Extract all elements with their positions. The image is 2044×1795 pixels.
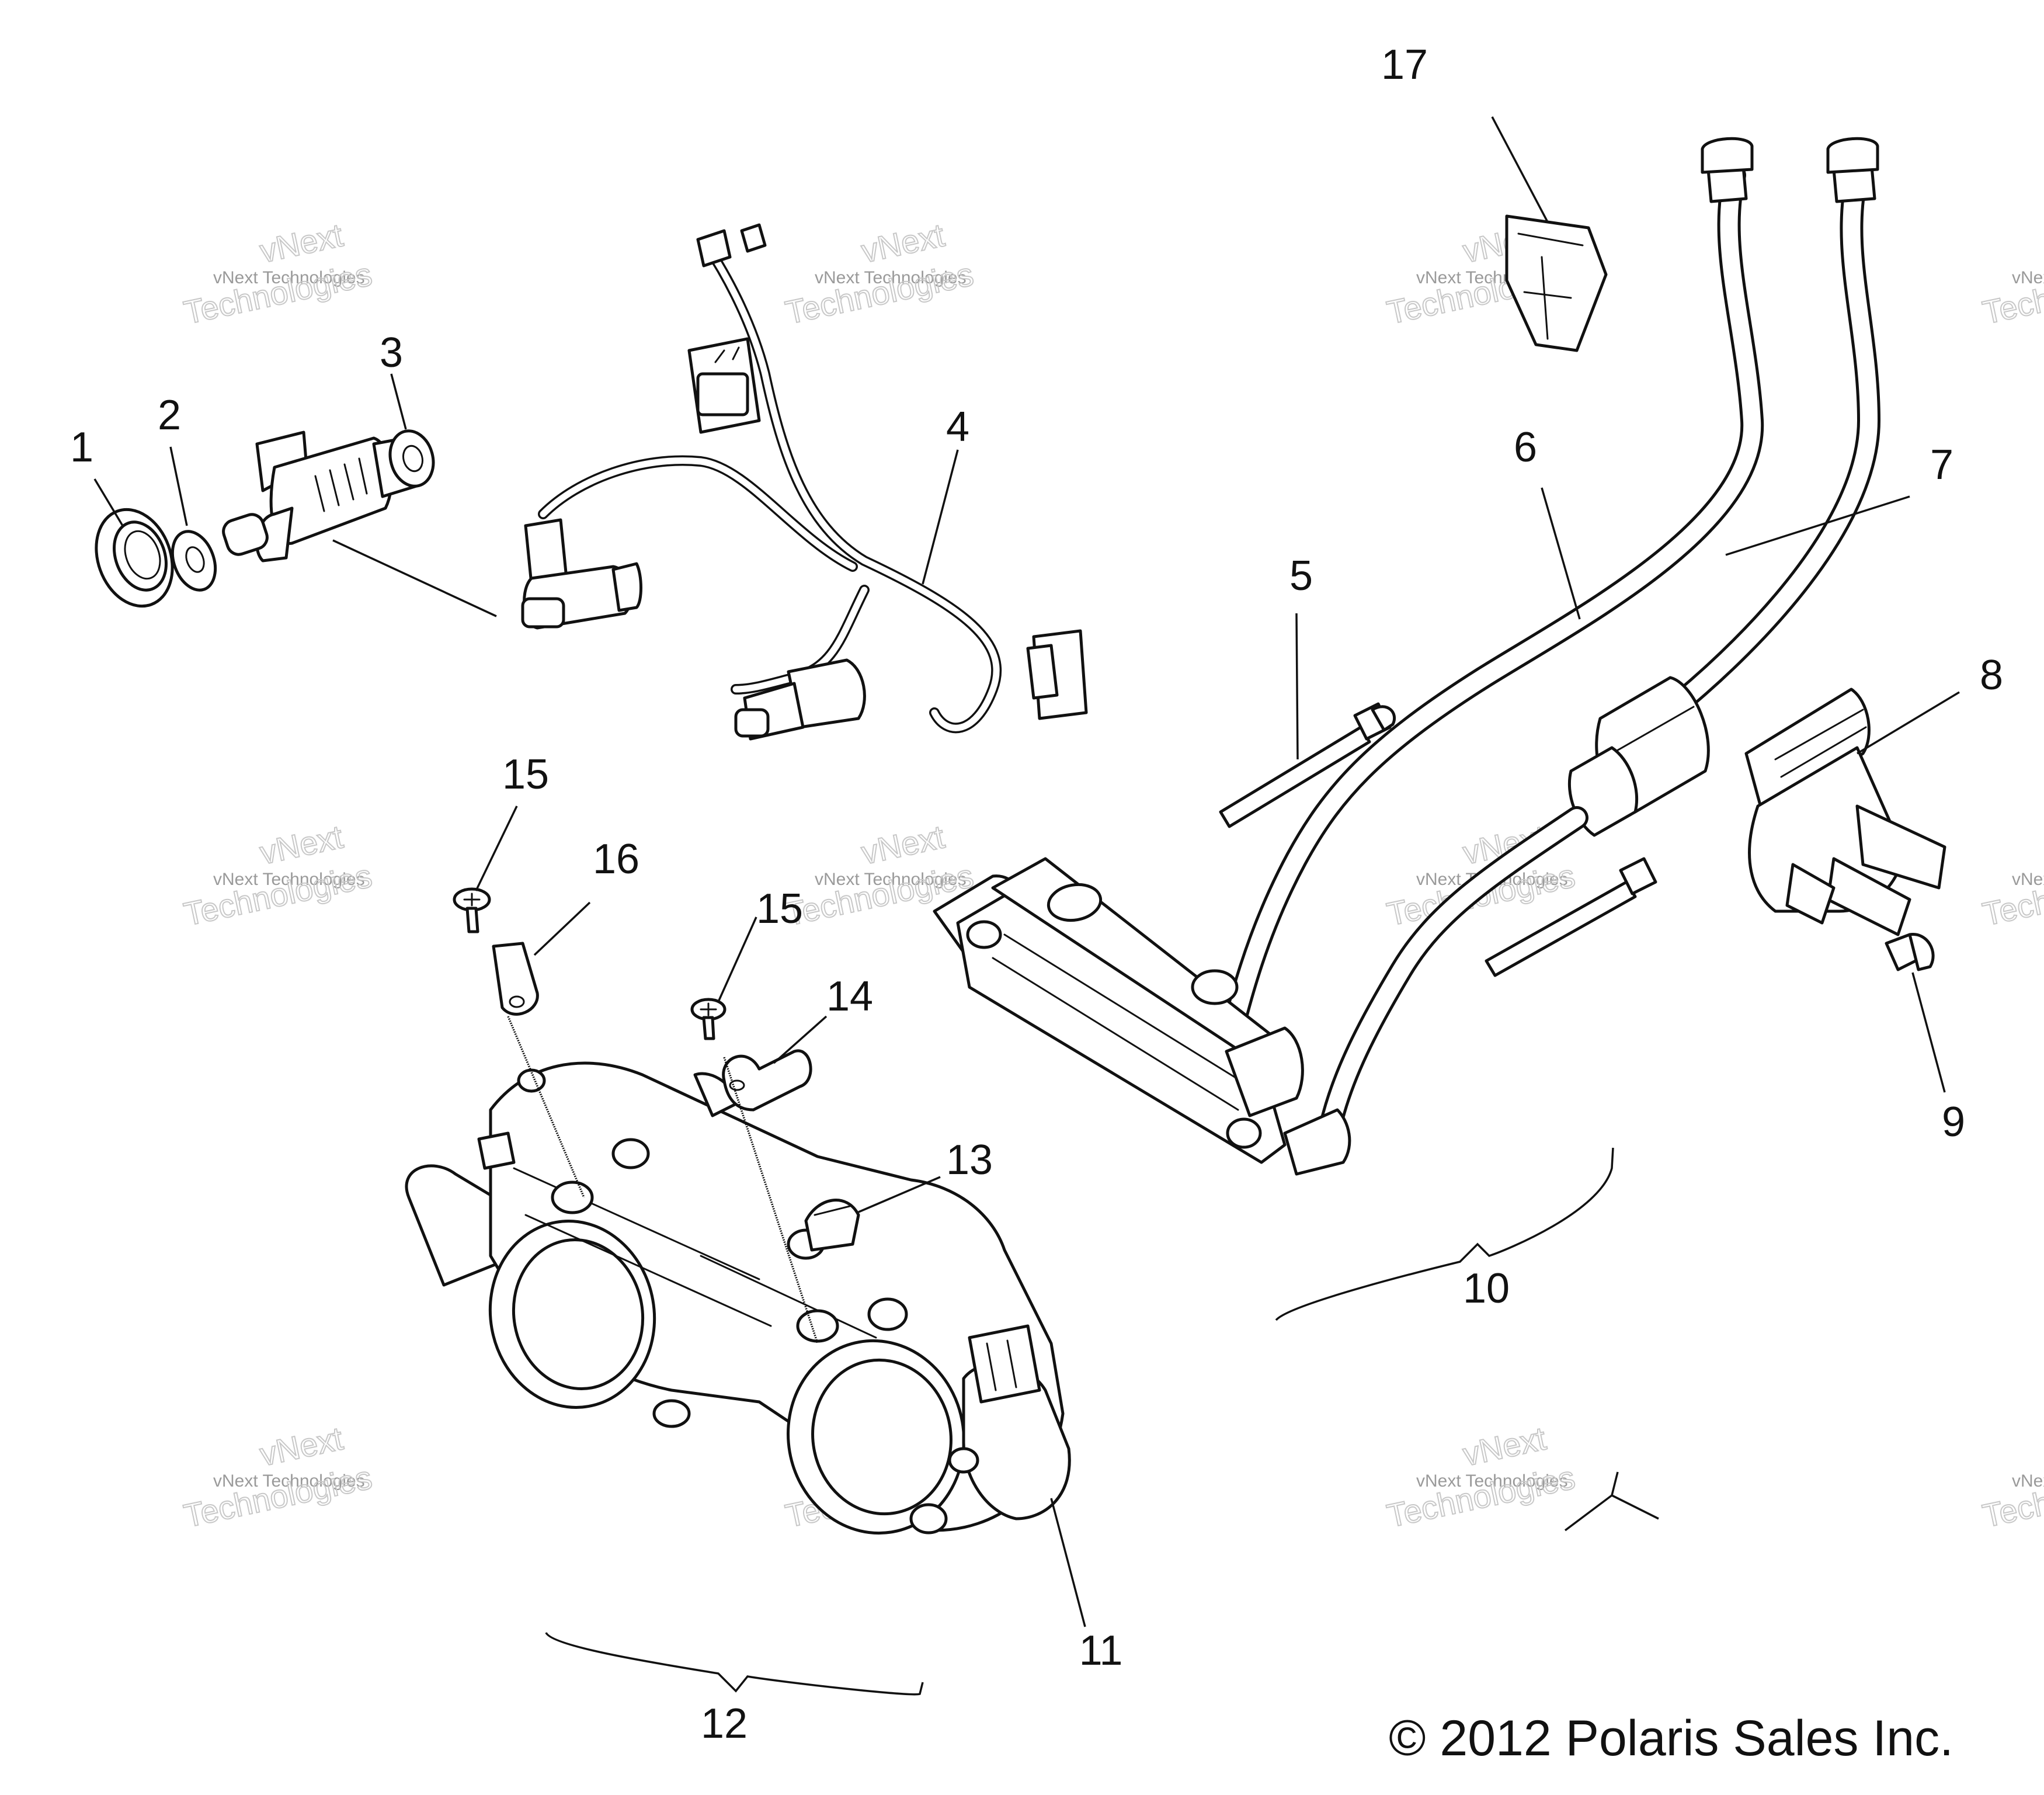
part-15-screw-right	[690, 998, 726, 1040]
callout-8: 8	[1980, 652, 2003, 699]
part-17-clip	[1505, 214, 1608, 352]
callout-17: 17	[1381, 41, 1428, 88]
part-6-hose	[1209, 137, 1764, 1092]
callout-2: 2	[158, 392, 181, 439]
watermark-5: vNext vNext Technologies Technologies	[180, 817, 376, 933]
part-7-hose	[1320, 137, 1881, 1133]
part-5-bolt	[1219, 702, 1396, 828]
svg-text:vNext: vNext	[858, 818, 948, 871]
callout-13: 13	[946, 1137, 993, 1183]
callout-15-right: 15	[756, 886, 803, 932]
watermark-12: vNext Technologies Technologies	[1979, 1458, 2044, 1535]
callout-11: 11	[1079, 1627, 1123, 1674]
watermark-1: vNext vNext Technologies Technologies	[180, 216, 376, 331]
callout-1: 1	[70, 424, 93, 471]
callout-5: 5	[1289, 553, 1313, 599]
part-1-seal	[95, 508, 174, 608]
svg-text:Technologies: Technologies	[1979, 1459, 2044, 1534]
svg-text:vNext Technologies: vNext Technologies	[213, 870, 365, 889]
leader-lines	[93, 116, 1960, 1696]
svg-text:vNext Technologies: vNext Technologies	[2012, 870, 2044, 889]
svg-text:vNext: vNext	[1459, 1419, 1549, 1473]
watermark-4: vNext Technologies Technologies	[1979, 255, 2044, 332]
part-16-terminal	[492, 942, 539, 1016]
callout-10: 10	[1463, 1265, 1510, 1312]
part-9-screw	[1885, 933, 1935, 971]
callout-4: 4	[946, 404, 969, 450]
svg-text:vNext: vNext	[256, 818, 346, 871]
copyright-notice: © 2012 Polaris Sales Inc.	[1389, 1710, 1953, 1766]
part-2-washer	[171, 530, 217, 592]
svg-text:vNext Technologies: vNext Technologies	[2012, 268, 2044, 287]
svg-text:vNext Technologies: vNext Technologies	[213, 1471, 365, 1491]
callout-3: 3	[380, 329, 403, 376]
svg-text:vNext Technologies: vNext Technologies	[815, 870, 967, 889]
part-bolt-right	[1485, 857, 1657, 977]
callout-6: 6	[1514, 424, 1537, 471]
svg-text:vNext Technologies: vNext Technologies	[815, 268, 967, 287]
svg-text:vNext Technologies: vNext Technologies	[2012, 1471, 2044, 1491]
watermark-9: vNext vNext Technologies Technologies	[180, 1419, 376, 1534]
watermark-2: vNext vNext Technologies Technologies	[781, 216, 977, 331]
callout-labels: 1 2 3 4 5 6 7 8 9 10 11 12 13 14 15 15 1…	[70, 41, 2003, 1747]
svg-text:vNext: vNext	[256, 216, 346, 269]
svg-text:vNext Technologies: vNext Technologies	[1416, 1471, 1568, 1491]
watermark-8: vNext Technologies Technologies	[1979, 856, 2044, 933]
callout-16: 16	[593, 836, 639, 883]
callout-12: 12	[701, 1700, 748, 1747]
svg-text:vNext Technologies: vNext Technologies	[213, 268, 365, 287]
svg-text:Technologies: Technologies	[1979, 857, 2044, 933]
callout-15-left: 15	[502, 751, 549, 798]
part-12-throttle-body	[405, 1061, 1065, 1535]
callout-7: 7	[1930, 442, 1953, 488]
callout-14: 14	[826, 973, 873, 1020]
part-8-bracket	[1744, 688, 1946, 936]
watermark-11: vNext vNext Technologies Technologies	[1383, 1419, 1579, 1534]
callout-9: 9	[1942, 1099, 1965, 1145]
part-10-fuel-rail	[933, 857, 1351, 1176]
part-15-screw-left	[453, 887, 491, 933]
svg-text:vNext: vNext	[858, 216, 948, 269]
svg-text:vNext: vNext	[256, 1419, 346, 1473]
svg-text:Technologies: Technologies	[1979, 255, 2044, 331]
part-13-clip	[804, 1199, 860, 1252]
part-4-harness	[521, 223, 1088, 741]
part-11-tps-sensor	[948, 1324, 1071, 1520]
part-14-clamp	[722, 1049, 812, 1112]
part-3-oring	[388, 429, 435, 488]
